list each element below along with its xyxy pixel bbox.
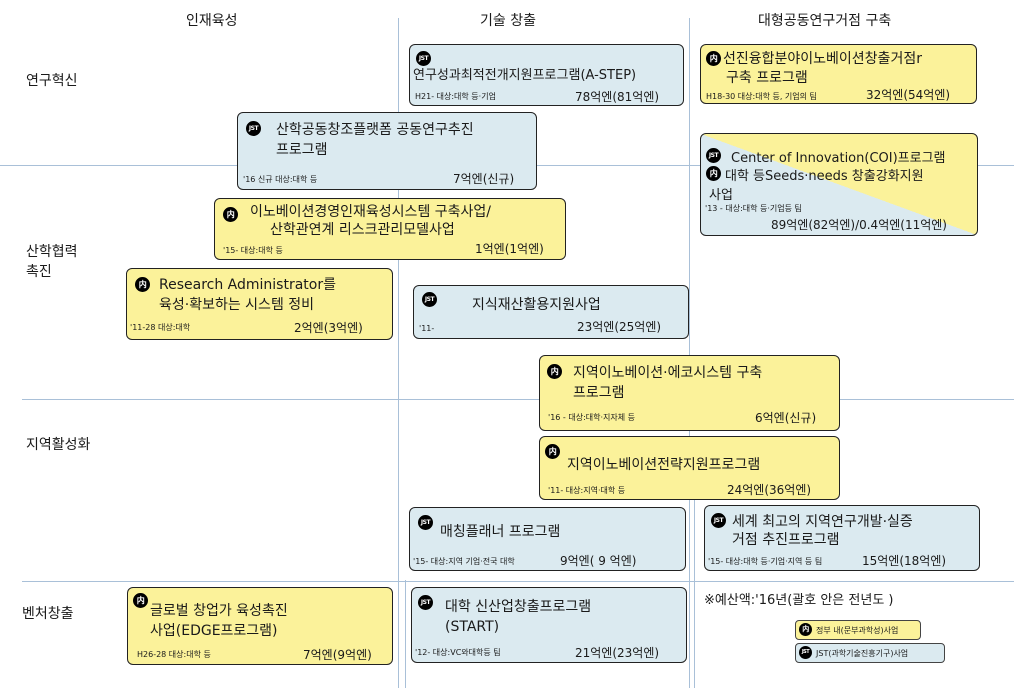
program-box-astep: JST 연구성과최적전개지원프로그램(A-STEP) H21- 대상:대학 등·… bbox=[409, 44, 684, 106]
program-meta: '13 - 대상:대학 등·기업등 팀 bbox=[705, 204, 802, 213]
internal-badge-icon: 内 bbox=[133, 593, 148, 608]
program-title-line2: 거점 추진프로그램 bbox=[732, 532, 840, 548]
program-title-line2: 육성·확보하는 시스템 정비 bbox=[159, 297, 315, 313]
program-title: 이노베이션경영인재육성시스템 구축사업/ bbox=[250, 204, 492, 220]
program-title-line2: 프로그램 bbox=[573, 385, 625, 401]
program-budget: 7억엔(9억엔) bbox=[303, 648, 372, 662]
program-title-line2: 산학관연계 리스크관리모델사업 bbox=[270, 222, 455, 238]
program-title: Center of Innovation(COI)프로그램 bbox=[731, 151, 946, 166]
program-title: 지식재산활용지원사업 bbox=[472, 297, 601, 313]
program-title: 지역이노베이션·에코시스템 구축 bbox=[573, 365, 763, 381]
program-title-line2: 프로그램 bbox=[276, 142, 328, 158]
program-budget: 21억엔(23억엔) bbox=[575, 646, 660, 660]
internal-badge-icon: 内 bbox=[706, 51, 721, 66]
program-title: 세계 최고의 지역연구개발·실증 bbox=[732, 514, 913, 530]
program-box-coi: JST 内 Center of Innovation(COI)프로그램 대학 등… bbox=[700, 133, 978, 236]
program-meta: H21- 대상:대학 등·기업 bbox=[415, 92, 496, 101]
program-meta: '16 - 대상:대학·지자체 등 bbox=[548, 413, 636, 422]
jst-badge-icon: JST bbox=[418, 595, 433, 610]
program-title: 산학공동창조플랫폼 공동연구추진 bbox=[276, 122, 474, 138]
column-divider-1 bbox=[398, 18, 399, 688]
program-title: 지역이노베이션전략지원프로그램 bbox=[567, 457, 761, 473]
program-budget: 1억엔(1억엔) bbox=[475, 242, 544, 256]
program-budget: 7억엔(신규) bbox=[453, 172, 515, 186]
program-meta: '11-28 대상:대학 bbox=[130, 323, 191, 332]
program-meta: H26-28 대상:대학 등 bbox=[137, 650, 211, 659]
row-header-regional: 지역활성화 bbox=[26, 437, 91, 453]
program-budget: 15억엔(18억엔) bbox=[862, 554, 947, 568]
program-title: 글로벌 창업가 육성촉진 bbox=[150, 603, 288, 619]
legend-label: JST(과학기술진흥기구)사업 bbox=[816, 649, 909, 658]
internal-badge-icon: 内 bbox=[223, 207, 238, 222]
program-box-world-regional: JST 세계 최고의 지역연구개발·실증 거점 추진프로그램 '15- 대상:대… bbox=[704, 505, 980, 571]
program-meta: '11- 대상:지역·대학 등 bbox=[548, 486, 626, 495]
program-box-opera: JST 산학공동창조플랫폼 공동연구추진 프로그램 '16 신규 대상:대학 등… bbox=[237, 112, 537, 190]
jst-badge-icon: JST bbox=[246, 121, 261, 136]
program-title-line2: 대학 등Seeds·needs 창출강화지원 bbox=[725, 169, 924, 184]
program-meta: '11- bbox=[419, 324, 435, 333]
program-meta: '15- 대상:지역 기업·전국 대학 bbox=[413, 557, 515, 566]
program-budget: 6억엔(신규) bbox=[755, 411, 817, 425]
internal-badge-icon: 内 bbox=[706, 166, 721, 181]
program-title-line3: 사업 bbox=[709, 188, 733, 203]
program-title: 선진융합분야이노베이션창출거점r bbox=[723, 51, 922, 67]
program-box-start: JST 대학 신산업창출프로그램 (START) '12- 대상:VC와대학등 … bbox=[411, 587, 687, 663]
legend-item-internal: 内 정부 내(문부과학성)사업 bbox=[795, 620, 921, 640]
program-budget: 9억엔( 9 억엔) bbox=[560, 554, 637, 568]
internal-badge-icon: 内 bbox=[545, 444, 560, 459]
internal-badge-icon: 内 bbox=[547, 364, 562, 379]
program-budget: 24억엔(36억엔) bbox=[727, 483, 812, 497]
jst-badge-icon: JST bbox=[711, 513, 726, 528]
program-meta: '16 신규 대상:대학 등 bbox=[243, 175, 318, 184]
program-budget: 89억엔(82억엔)/0.4억엔(11억엔) bbox=[771, 218, 947, 232]
program-meta: '15- 대상:대학 등 bbox=[223, 246, 283, 255]
program-box-edge: 内 글로벌 창업가 육성촉진 사업(EDGE프로그램) H26-28 대상:대학… bbox=[127, 587, 393, 665]
internal-badge-icon: 内 bbox=[799, 623, 812, 636]
row-divider-3 bbox=[22, 581, 1014, 582]
program-title: Research Administrator를 bbox=[159, 277, 336, 293]
program-title-line2: 사업(EDGE프로그램) bbox=[150, 623, 278, 639]
jst-badge-icon: JST bbox=[418, 515, 433, 530]
program-title: 대학 신산업창출프로그램 bbox=[445, 599, 592, 615]
program-box-ip: JST 지식재산활용지원사업 '11- 23억엔(25억엔) bbox=[413, 285, 689, 339]
program-box-innovation-mgmt: 内 이노베이션경영인재육성시스템 구축사업/ 산학관연계 리스크관리모델사업 '… bbox=[214, 198, 566, 260]
column-header-talent: 인재육성 bbox=[186, 13, 238, 29]
column-header-technology: 기술 창출 bbox=[480, 13, 536, 29]
column-header-hub: 대형공동연구거점 구축 bbox=[758, 13, 892, 29]
row-divider-2 bbox=[22, 399, 1014, 400]
program-box-matching: JST 매칭플래너 프로그램 '15- 대상:지역 기업·전국 대학 9억엔( … bbox=[409, 507, 686, 571]
program-budget: 78억엔(81억엔) bbox=[575, 90, 660, 104]
program-title: 매칭플래너 프로그램 bbox=[440, 524, 561, 540]
program-meta: '15- 대상:대학 등·기업·지역 등 팀 bbox=[708, 557, 823, 566]
jst-badge-icon: JST bbox=[422, 292, 437, 307]
program-box-ecosystem: 内 지역이노베이션·에코시스템 구축 프로그램 '16 - 대상:대학·지자체 … bbox=[539, 355, 840, 431]
program-title-line2: (START) bbox=[445, 619, 500, 635]
jst-badge-icon: JST bbox=[799, 646, 812, 659]
program-meta: '12- 대상:VC와대학등 팀 bbox=[415, 648, 501, 657]
program-box-ura: 内 Research Administrator를 육성·확보하는 시스템 정비… bbox=[126, 268, 393, 340]
jst-badge-icon: JST bbox=[706, 148, 721, 163]
legend-item-jst: JST JST(과학기술진흥기구)사업 bbox=[795, 643, 945, 663]
row-header-venture: 벤처창출 bbox=[22, 606, 74, 622]
program-box-innovation-hub: 内 선진융합분야이노베이션창출거점r 구축 프로그램 H18-30 대상:대학 … bbox=[700, 44, 977, 104]
program-meta: H18-30 대상:대학 등, 기업의 팀 bbox=[706, 92, 817, 101]
column-divider-3 bbox=[689, 18, 690, 688]
internal-badge-icon: 内 bbox=[135, 277, 150, 292]
column-divider-4 bbox=[694, 440, 695, 688]
budget-note: ※예산액:'16년(괄호 안은 전년도 ) bbox=[704, 593, 894, 608]
row-header-research: 연구혁신 bbox=[26, 73, 78, 89]
program-budget: 2억엔(3억엔) bbox=[294, 321, 363, 335]
program-box-regional-strategy: 内 지역이노베이션전략지원프로그램 '11- 대상:지역·대학 등 24억엔(3… bbox=[539, 436, 840, 500]
jst-badge-icon: JST bbox=[416, 51, 431, 66]
legend-label: 정부 내(문부과학성)사업 bbox=[816, 626, 899, 635]
program-title-line2: 구축 프로그램 bbox=[726, 70, 808, 86]
program-title: 연구성과최적전개지원프로그램(A-STEP) bbox=[413, 68, 637, 83]
column-divider-2 bbox=[405, 580, 406, 688]
program-budget: 32억엔(54억엔) bbox=[866, 88, 951, 102]
program-budget: 23억엔(25억엔) bbox=[577, 320, 662, 334]
